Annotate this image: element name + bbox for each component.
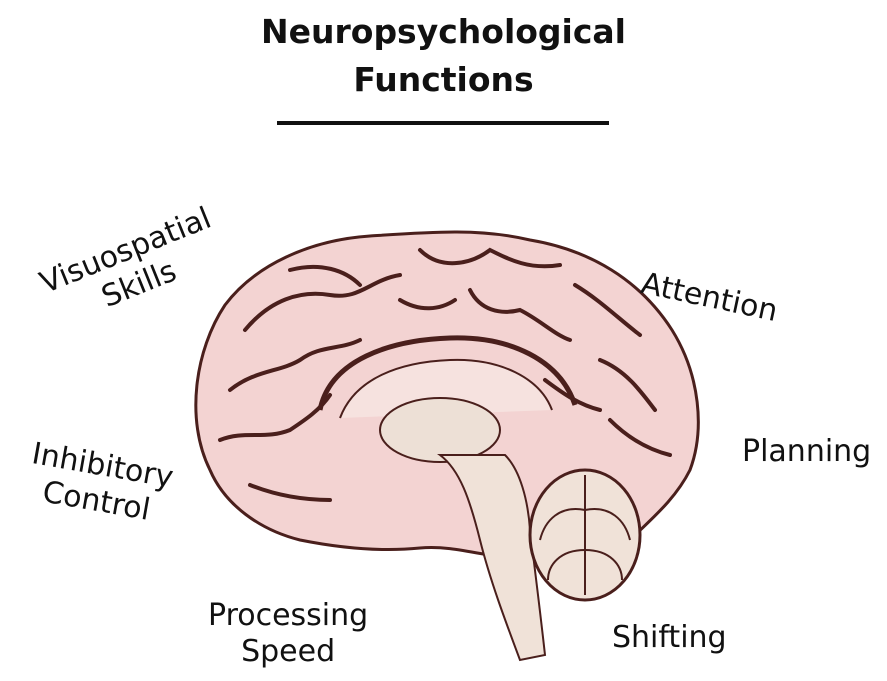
label-processing-speed: Processing Speed [208, 598, 368, 670]
thalamus [380, 398, 500, 462]
label-planning-text: Planning [742, 434, 871, 470]
label-shifting: Shifting [612, 620, 727, 656]
label-planning: Planning [742, 434, 871, 470]
label-shifting-text: Shifting [612, 620, 727, 656]
label-processing-line1: Processing [208, 598, 368, 634]
label-processing-line2: Speed [208, 634, 368, 670]
